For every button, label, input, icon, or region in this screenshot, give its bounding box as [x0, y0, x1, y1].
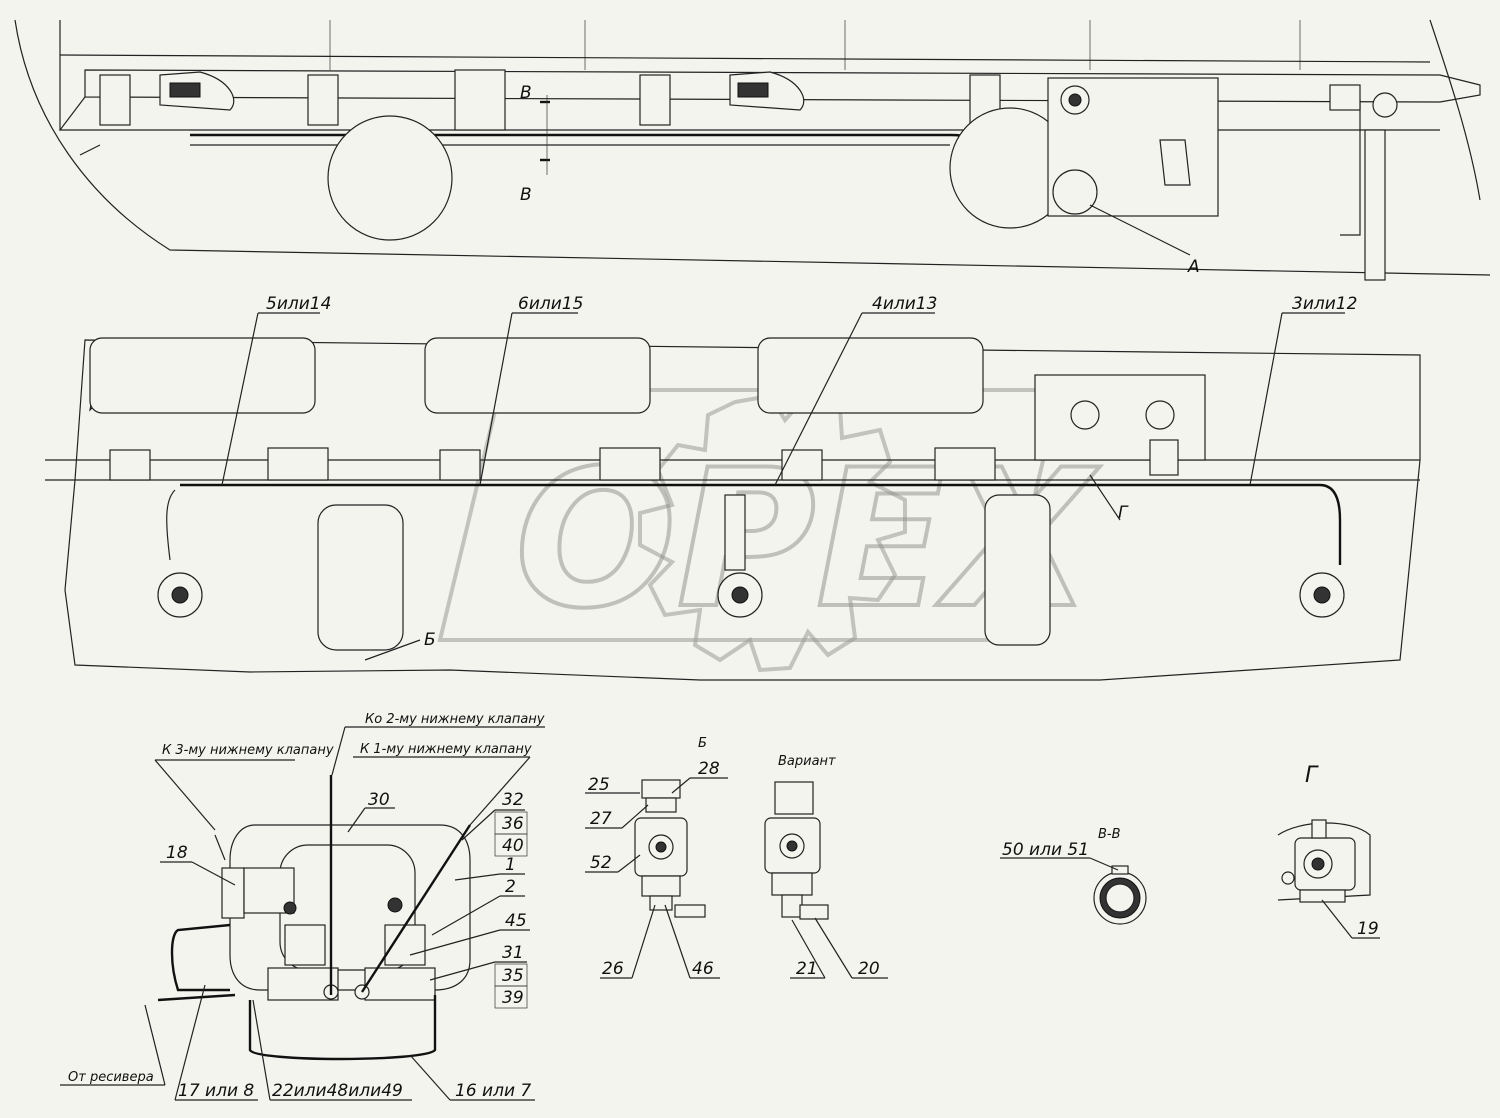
pos-2: 2 [505, 877, 516, 897]
pos-20: 20 [858, 959, 880, 979]
callout-5-14: 5или14 [266, 294, 331, 314]
top-view: 5или14 6или15 4или13 3или12 Б Г [45, 294, 1421, 681]
section-marker-bottom: В [520, 185, 532, 205]
variant-view: Вариант 21 20 [764, 754, 888, 979]
pos-40: 40 [502, 836, 524, 856]
note-to-3rd-valve: К 3-му нижнему клапану [162, 743, 334, 758]
side-view: В В А [14, 19, 1491, 281]
detail-b-marker: Б [424, 630, 436, 650]
section-vv-view: В-В 50 или 51 [1000, 827, 1147, 925]
pos-17-or-8: 17 или 8 [178, 1081, 254, 1101]
pos-19: 19 [1357, 919, 1379, 939]
detail-b-title: Б [698, 736, 707, 751]
pos-36: 36 [502, 814, 524, 834]
pos-27: 27 [590, 809, 612, 829]
section-marker-top: В [520, 83, 532, 103]
pos-32: 32 [502, 790, 524, 810]
detail-b-view: Б 25 28 27 52 26 46 [585, 736, 728, 979]
callout-6-15: 6или15 [518, 294, 583, 314]
pos-21: 21 [796, 959, 818, 979]
detail-g-marker: Г [1118, 503, 1129, 523]
section-vv-title: В-В [1098, 827, 1121, 842]
pos-45: 45 [505, 911, 527, 931]
note-from-receiver: От ресивера [68, 1070, 154, 1085]
note-to-2nd-valve: Ко 2-му нижнему клапану [365, 712, 545, 727]
callout-3-12: 3или12 [1292, 294, 1357, 314]
pos-35: 35 [502, 966, 524, 986]
pos-39: 39 [502, 988, 524, 1008]
detail-a-label: А [1187, 257, 1200, 277]
pos-31: 31 [502, 943, 524, 963]
detail-g-view: Г 19 [1277, 763, 1380, 939]
pos-52: 52 [590, 853, 612, 873]
pos-28: 28 [698, 759, 720, 779]
callout-4-13: 4или13 [872, 294, 937, 314]
detail-g-title: Г [1305, 763, 1319, 788]
pos-25: 25 [588, 775, 610, 795]
pos-16-or-7: 16 или 7 [455, 1081, 531, 1101]
pos-1: 1 [505, 855, 516, 875]
valve-assembly: К 3-му нижнему клапану Ко 2-му нижнему к… [60, 712, 545, 1101]
pos-18: 18 [166, 843, 188, 863]
pos-22-48-49: 22или48или49 [272, 1081, 403, 1101]
note-to-1st-valve: К 1-му нижнему клапану [360, 742, 532, 757]
pos-46: 46 [692, 959, 714, 979]
pos-30: 30 [368, 790, 390, 810]
label-50-or-51: 50 или 51 [1002, 840, 1089, 860]
variant-title: Вариант [778, 754, 836, 769]
pos-26: 26 [602, 959, 624, 979]
